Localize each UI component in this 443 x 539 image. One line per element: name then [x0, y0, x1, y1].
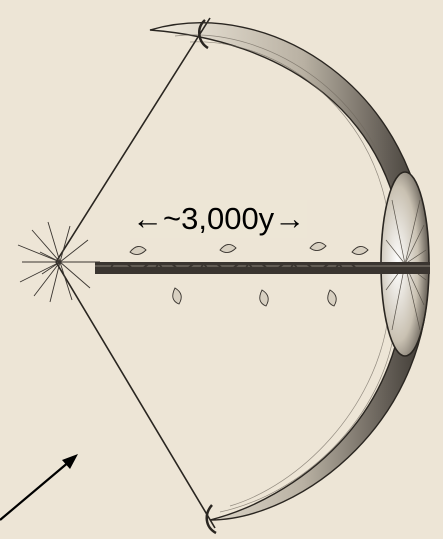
vine-leaves [130, 242, 368, 306]
pointer-arrow [0, 454, 78, 520]
distance-label: ←~3,000y→ [130, 200, 307, 238]
fletching-burst [18, 222, 100, 302]
